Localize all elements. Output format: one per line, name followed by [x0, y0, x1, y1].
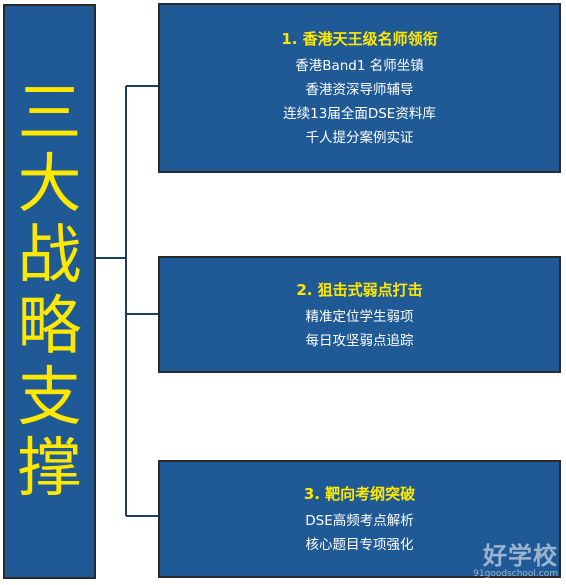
box-line: DSE高频考点解析 [305, 513, 414, 529]
box-line: 精准定位学生弱项 [305, 308, 414, 325]
box-line: 每日攻坚弱点追踪 [305, 332, 414, 349]
watermark: 好学校 91goodschool.com [473, 543, 558, 579]
watermark-logo: 好学校 [483, 542, 558, 570]
box-title: 3. 靶向考纲突破 [303, 485, 416, 503]
pillar-char: 支 [17, 360, 82, 435]
box-line: 核心题目专项强化 [305, 537, 414, 553]
strategy-box-1: 1. 香港天王级名师领衔 香港Band1 名师坐镇 香港资深导师辅导 连续13届… [158, 3, 561, 173]
strategy-box-2: 2. 狙击式弱点打击 精准定位学生弱项 每日攻坚弱点追踪 [158, 256, 561, 373]
pillar-title: 三 大 战 略 支 撑 [3, 4, 96, 579]
pillar-char: 略 [17, 289, 82, 364]
box-line: 连续13届全面DSE资料库 [283, 106, 436, 122]
box-line: 香港Band1 名师坐镇 [295, 58, 424, 74]
box-line: 香港资深导师辅导 [305, 82, 414, 98]
pillar-char: 撑 [17, 431, 82, 506]
box-title: 1. 香港天王级名师领衔 [281, 30, 438, 48]
pillar-char: 三 [17, 76, 82, 151]
box-line: 千人提分案例实证 [305, 130, 414, 146]
pillar-char: 战 [17, 218, 82, 293]
watermark-url: 91goodschool.com [473, 569, 558, 579]
pillar-char: 大 [17, 147, 82, 222]
box-title: 2. 狙击式弱点打击 [296, 280, 423, 299]
strategy-box-3: 3. 靶向考纲突破 DSE高频考点解析 核心题目专项强化 [158, 460, 561, 578]
